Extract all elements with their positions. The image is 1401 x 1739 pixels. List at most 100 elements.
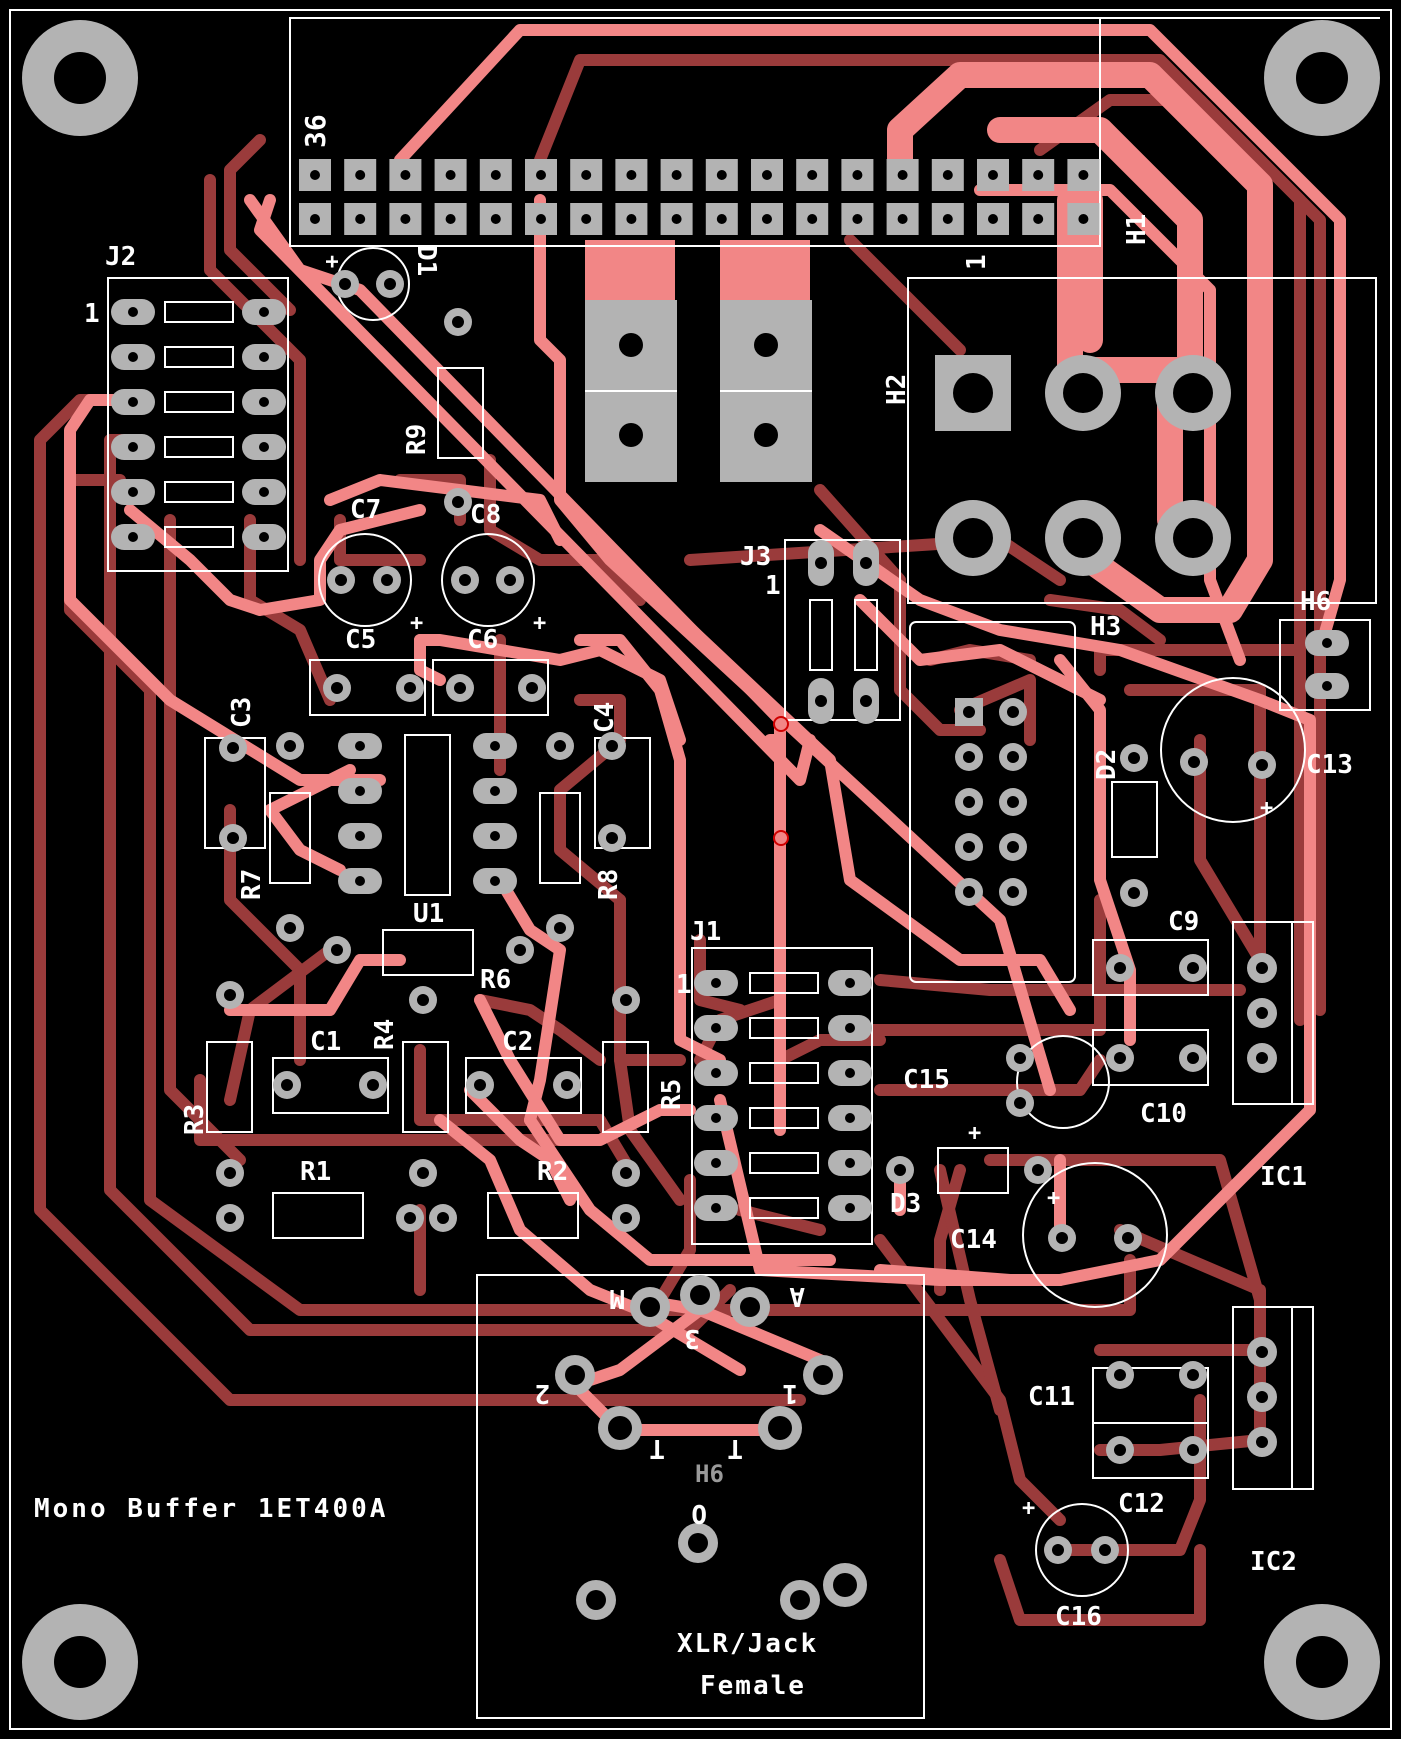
xlr-pin-t2: T (727, 1433, 743, 1463)
pad-hole (1099, 1544, 1111, 1556)
xlr-pin-o: O (691, 1498, 707, 1528)
label-r7: R7 (237, 869, 267, 900)
label-ic2: IC2 (1250, 1547, 1297, 1577)
xlr-label-line1: XLR/Jack (677, 1629, 818, 1659)
pad-hole (259, 307, 269, 317)
pad-hole (259, 397, 269, 407)
pad-hole (490, 786, 500, 796)
label-c15: C15 (903, 1065, 950, 1095)
pad-hole (504, 574, 516, 586)
pad-hole (381, 574, 393, 586)
pad-hole (1128, 887, 1140, 899)
pad-hole (762, 170, 772, 180)
pad-hole (1114, 1369, 1126, 1381)
label-c10: C10 (1140, 1099, 1187, 1129)
xlr-pin-a: A (789, 1281, 805, 1311)
pad-hole (490, 170, 501, 180)
h2-power-pads (935, 355, 1231, 576)
top-copper-pours (585, 240, 810, 300)
pad-hole (355, 831, 365, 841)
pad-hole (128, 352, 138, 362)
label-d3: D3 (890, 1189, 921, 1219)
label-c1: C1 (310, 1027, 341, 1057)
pad-hole (445, 170, 456, 180)
pad-hole (355, 170, 366, 180)
u1-pads (338, 733, 517, 894)
pad-hole (355, 876, 365, 886)
pad-hole (404, 1212, 416, 1224)
pin-j3-1: 1 (765, 571, 781, 601)
pad-hole (1122, 1232, 1134, 1244)
ic-pads (1247, 953, 1277, 1457)
pad-hole (331, 944, 343, 956)
polarity-c16: + (1022, 1496, 1035, 1521)
pad-hole (310, 170, 320, 180)
xlr-pads (555, 1275, 867, 1620)
polarity-c14: + (1047, 1186, 1060, 1211)
pad-hole (259, 487, 269, 497)
label-c11: C11 (1028, 1382, 1075, 1412)
pad-hole (762, 214, 772, 224)
pad-hole (1187, 962, 1199, 974)
pin-j2-1: 1 (84, 299, 100, 329)
pad-hole (459, 574, 471, 586)
pin-j1-1: 1 (676, 970, 692, 1000)
pad-hole (490, 741, 500, 751)
pad-hole (942, 170, 953, 180)
xlr-pin-3: 3 (684, 1323, 700, 1353)
pad-hole (711, 1158, 721, 1168)
pad-hole (227, 742, 239, 754)
pad-hole (128, 487, 138, 497)
pad-hole (1114, 962, 1126, 974)
silkscreen-outlines (107, 17, 1380, 1719)
label-r3: R3 (180, 1104, 210, 1135)
pad-hole (561, 1079, 573, 1091)
xlr-pin-2: 2 (534, 1378, 550, 1408)
xlr-label-line2: Female (700, 1671, 806, 1701)
polarity-c7: + (410, 611, 423, 636)
label-u1: U1 (413, 899, 444, 929)
pad-hole (128, 532, 138, 542)
pad-hole (1033, 214, 1044, 224)
pad-hole (1187, 1052, 1199, 1064)
pad-hole (626, 214, 637, 224)
pad-hole (227, 832, 239, 844)
pad-hole (355, 786, 365, 796)
pad-hole (281, 1079, 293, 1091)
pad-hole (845, 1068, 855, 1078)
label-r1: R1 (300, 1157, 331, 1187)
pad-hole (620, 1167, 632, 1179)
label-r4: R4 (370, 1019, 400, 1050)
pad-hole (1032, 1164, 1044, 1176)
pad-hole (581, 214, 592, 224)
pad-hole (1052, 1544, 1064, 1556)
label-c16: C16 (1055, 1602, 1102, 1632)
pad-hole (355, 741, 365, 751)
label-c6: C6 (467, 625, 498, 655)
polarity-d1: + (319, 255, 344, 268)
silkscreen-labels: Mono Buffer 1ET400A XLR/Jack Female H1 H… (34, 114, 1353, 1701)
label-j3: J3 (740, 542, 771, 572)
pad-hole (671, 214, 682, 224)
xlr-pin-t1: T (649, 1433, 665, 1463)
pad-hole (400, 170, 411, 180)
pad-hole (400, 214, 411, 224)
label-c12: C12 (1118, 1489, 1165, 1519)
label-h2: H2 (882, 374, 912, 405)
pad-hole (711, 978, 721, 988)
pad-hole (536, 170, 546, 180)
pad-hole (897, 170, 908, 180)
pad-hole (1114, 1052, 1126, 1064)
h6-top-pads (1305, 630, 1349, 699)
pad-hole (1128, 752, 1140, 764)
label-c14: C14 (950, 1225, 997, 1255)
label-ic1: IC1 (1260, 1162, 1307, 1192)
pad-hole (1033, 170, 1044, 180)
board-title: Mono Buffer 1ET400A (34, 1494, 388, 1524)
pad-hole (310, 214, 320, 224)
pad-hole (417, 1167, 429, 1179)
pad-hole (224, 1167, 236, 1179)
label-c9: C9 (1168, 907, 1199, 937)
pad-hole (1078, 170, 1089, 180)
